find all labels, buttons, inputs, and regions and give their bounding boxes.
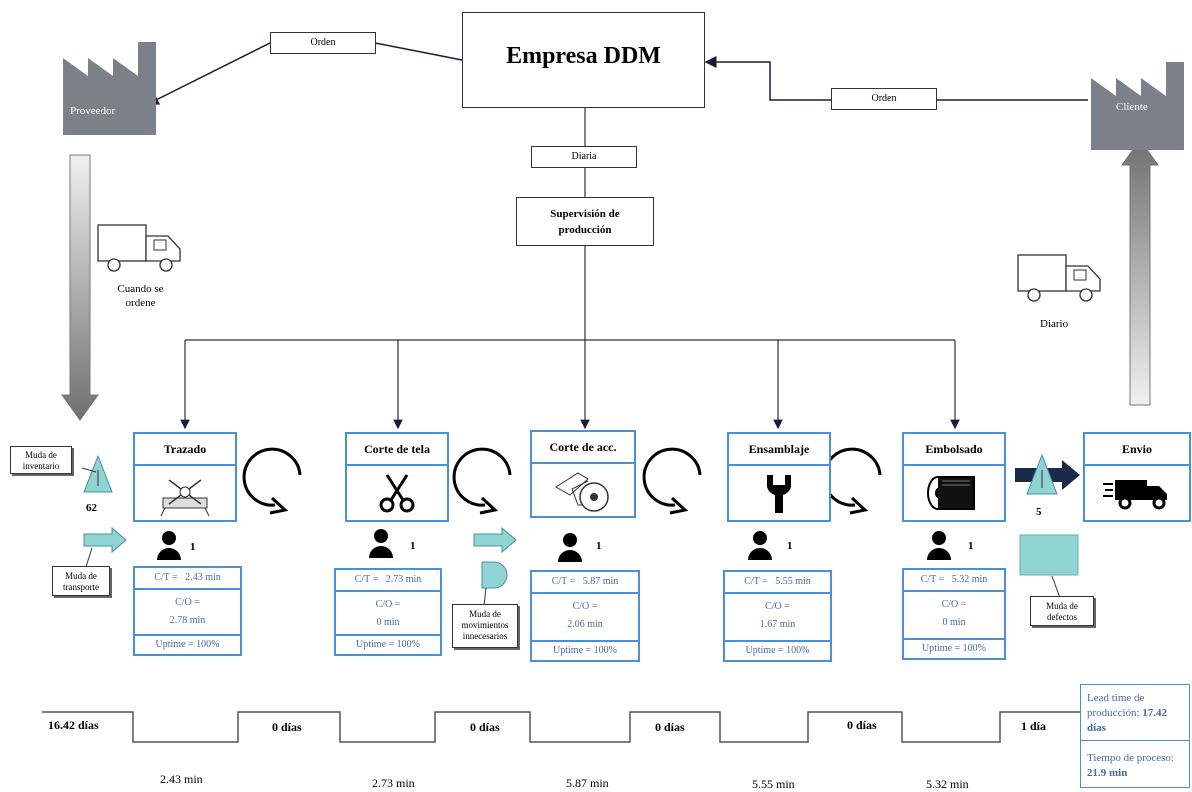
callout-movement: Muda de movimientos innecesarios bbox=[452, 604, 518, 648]
movement-shape bbox=[482, 562, 507, 588]
operator-count-4: 1 bbox=[787, 540, 793, 552]
supervision-box: Supervisión de producción bbox=[516, 197, 654, 246]
order-box-right: Orden bbox=[831, 88, 937, 110]
push-arrow-1 bbox=[244, 449, 300, 505]
customer-factory-icon: Cliente bbox=[1088, 60, 1188, 154]
drafting-icon bbox=[153, 468, 217, 518]
daily-box: Diaria bbox=[531, 146, 637, 168]
push-arrow-4 bbox=[824, 449, 880, 505]
data-box-3: C/T = 5.87 min C/O =2.06 min Uptime = 10… bbox=[530, 570, 640, 662]
supply-arrow bbox=[62, 155, 98, 420]
process-corte-acc: Corte de acc. bbox=[530, 430, 636, 518]
inventory-count-end: 5 bbox=[1036, 506, 1042, 518]
delivery-truck-icon bbox=[1101, 476, 1173, 510]
push-arrow-2 bbox=[454, 449, 510, 505]
operator-icon-1 bbox=[156, 530, 182, 560]
callout-transport: Muda de transporte bbox=[52, 566, 110, 596]
timeline-min-2: 2.73 min bbox=[372, 776, 415, 791]
process-corte-tela: Corte de tela bbox=[345, 432, 449, 522]
process-embolsado: Embolsado bbox=[902, 432, 1006, 522]
data-box-5: C/T = 5.32 min C/O =0 min Uptime = 100% bbox=[902, 568, 1006, 660]
truck-right-icon bbox=[1016, 252, 1106, 304]
operator-icon-5 bbox=[926, 530, 952, 560]
operator-icon-3 bbox=[557, 532, 583, 562]
inventory-count-start: 62 bbox=[86, 502, 97, 514]
timeline-days-4: 0 días bbox=[655, 720, 685, 735]
defects-shape bbox=[1020, 535, 1078, 575]
fabric-roll-icon bbox=[924, 471, 984, 515]
process-ensamblaje: Ensamblaje bbox=[727, 432, 831, 522]
data-box-4: C/T = 5.55 min C/O =1.67 min Uptime = 10… bbox=[723, 570, 832, 662]
operator-count-3: 1 bbox=[596, 540, 602, 552]
transport-arrow bbox=[84, 528, 126, 552]
timeline-min-1: 2.43 min bbox=[160, 772, 203, 787]
process-envio: Envio bbox=[1083, 432, 1191, 522]
callout-defects: Muda de defectos bbox=[1030, 596, 1094, 626]
wrench-icon bbox=[764, 471, 794, 515]
operator-count-1: 1 bbox=[190, 541, 196, 553]
truck-left-label: Cuando se ordene bbox=[108, 282, 173, 310]
truck-right-label: Diario bbox=[1040, 318, 1068, 330]
callout-inventory: Muda de inventario bbox=[10, 446, 72, 474]
process-trazado: Trazado bbox=[133, 432, 237, 522]
company-name: Empresa DDM bbox=[463, 43, 704, 70]
truck-left-icon bbox=[96, 222, 186, 274]
timeline-days-2: 0 días bbox=[272, 720, 302, 735]
timeline-days-3: 0 días bbox=[470, 720, 500, 735]
supplier-factory-icon: Proveedor bbox=[60, 40, 160, 140]
company-box: Empresa DDM bbox=[462, 12, 705, 108]
timeline-days-5: 0 días bbox=[847, 718, 877, 733]
timeline-min-4: 5.55 min bbox=[752, 777, 795, 792]
push-arrow-3 bbox=[644, 449, 700, 505]
supplier-label: Proveedor bbox=[70, 105, 116, 117]
data-box-1: C/T = 2.43 min C/O =2.78 min Uptime = 10… bbox=[133, 566, 242, 656]
customer-label: Cliente bbox=[1116, 101, 1148, 113]
transport-arrow-2 bbox=[474, 528, 516, 552]
operator-icon-4 bbox=[747, 530, 773, 560]
lead-time-box: Lead time de producción: 17.42 días Tiem… bbox=[1080, 684, 1190, 788]
timeline-min-3: 5.87 min bbox=[566, 776, 609, 791]
order-box-left: Orden bbox=[270, 32, 376, 54]
process-time-section: Tiempo de proceso: 21.9 min bbox=[1081, 741, 1189, 789]
timeline-line bbox=[42, 712, 1080, 742]
shipping-arrow bbox=[1122, 140, 1158, 405]
operator-count-2: 1 bbox=[410, 540, 416, 552]
operator-count-5: 1 bbox=[968, 540, 974, 552]
timeline-days-6: 1 día bbox=[1021, 719, 1046, 734]
lead-time-section: Lead time de producción: 17.42 días bbox=[1081, 685, 1189, 741]
operator-icon-2 bbox=[368, 528, 394, 558]
timeline-min-5: 5.32 min bbox=[926, 777, 969, 792]
scissors-icon bbox=[377, 471, 417, 515]
timeline-days-1: 16.42 días bbox=[48, 718, 99, 733]
circular-saw-icon bbox=[548, 465, 618, 515]
data-box-2: C/T = 2.73 min C/O =0 min Uptime = 100% bbox=[334, 568, 442, 656]
